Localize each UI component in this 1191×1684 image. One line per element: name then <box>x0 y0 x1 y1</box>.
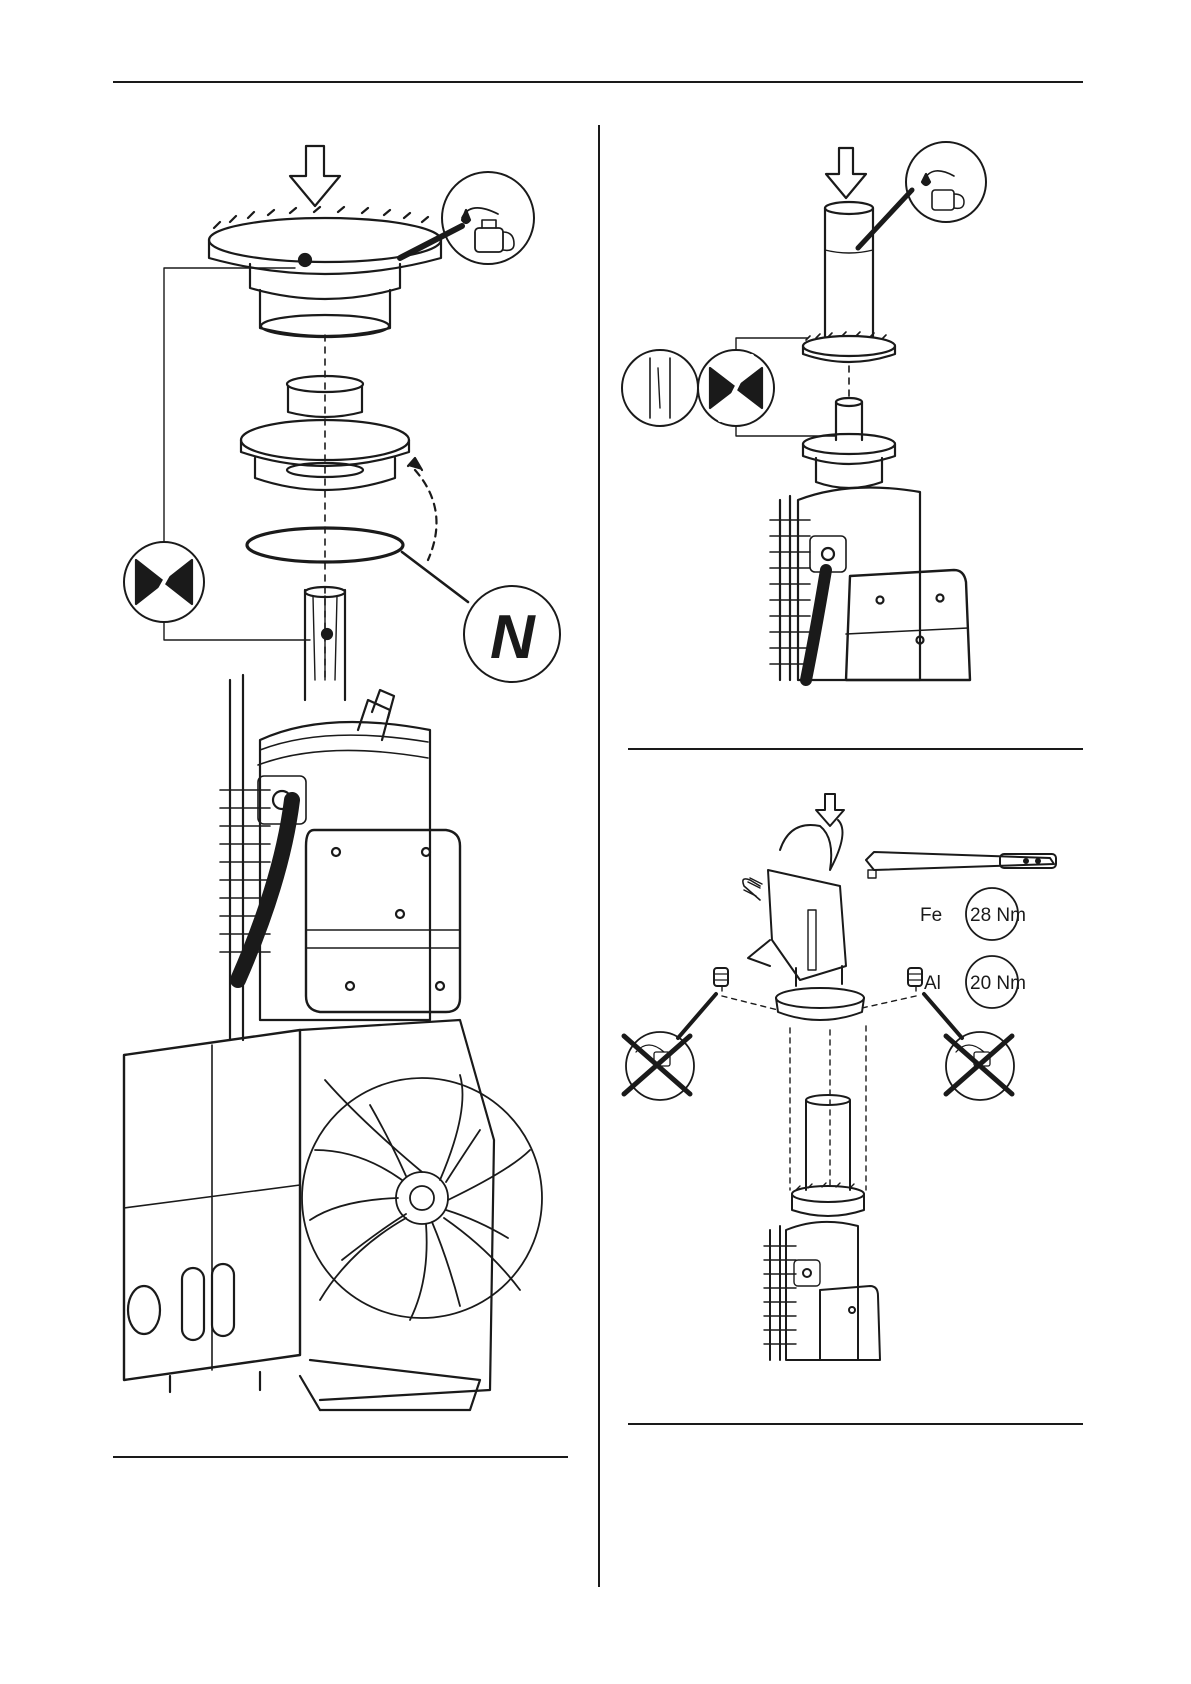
down-arrow-icon <box>826 148 866 198</box>
torque-al-material: Al <box>924 973 941 994</box>
angle-gear-housing <box>743 820 864 1020</box>
engine-cylinder <box>220 675 430 1040</box>
torque-al-value: 20 Nm <box>970 973 1026 994</box>
torque-fe-material: Fe <box>920 905 942 926</box>
top-right-figure <box>620 140 1090 700</box>
oil-can-icon <box>400 172 534 264</box>
bottom-right-figure: Fe 28 Nm Al 20 Nm <box>620 790 1090 1380</box>
fastener-nut-left <box>714 968 728 986</box>
torque-wrench-icon <box>866 852 1056 878</box>
right-footer-rule <box>628 1423 1083 1425</box>
oil-can-icon <box>858 142 986 248</box>
left-figure: N <box>110 140 590 1420</box>
cooling-fan <box>302 1075 542 1320</box>
left-footer-rule <box>113 1456 568 1458</box>
column-divider <box>598 125 600 1587</box>
bowtie-align-icon <box>124 268 310 640</box>
down-arrow-icon <box>290 146 340 206</box>
no-oil-icon <box>624 994 716 1100</box>
fastener-nut-right <box>908 968 922 986</box>
header-rule <box>113 81 1083 83</box>
clutch-drum <box>209 207 441 337</box>
engine-cylinder <box>770 488 970 681</box>
filter-cover <box>306 830 460 1012</box>
no-oil-icon <box>924 994 1014 1100</box>
crankshaft-spline <box>305 587 345 700</box>
torque-fe-value: 28 Nm <box>970 905 1026 926</box>
drive-shaft-assembly <box>764 1095 880 1360</box>
right-mid-rule <box>628 748 1083 750</box>
spline-detail-callout <box>622 350 698 426</box>
n-callout-letter: N <box>490 603 536 672</box>
crankshaft-gear <box>803 398 895 488</box>
